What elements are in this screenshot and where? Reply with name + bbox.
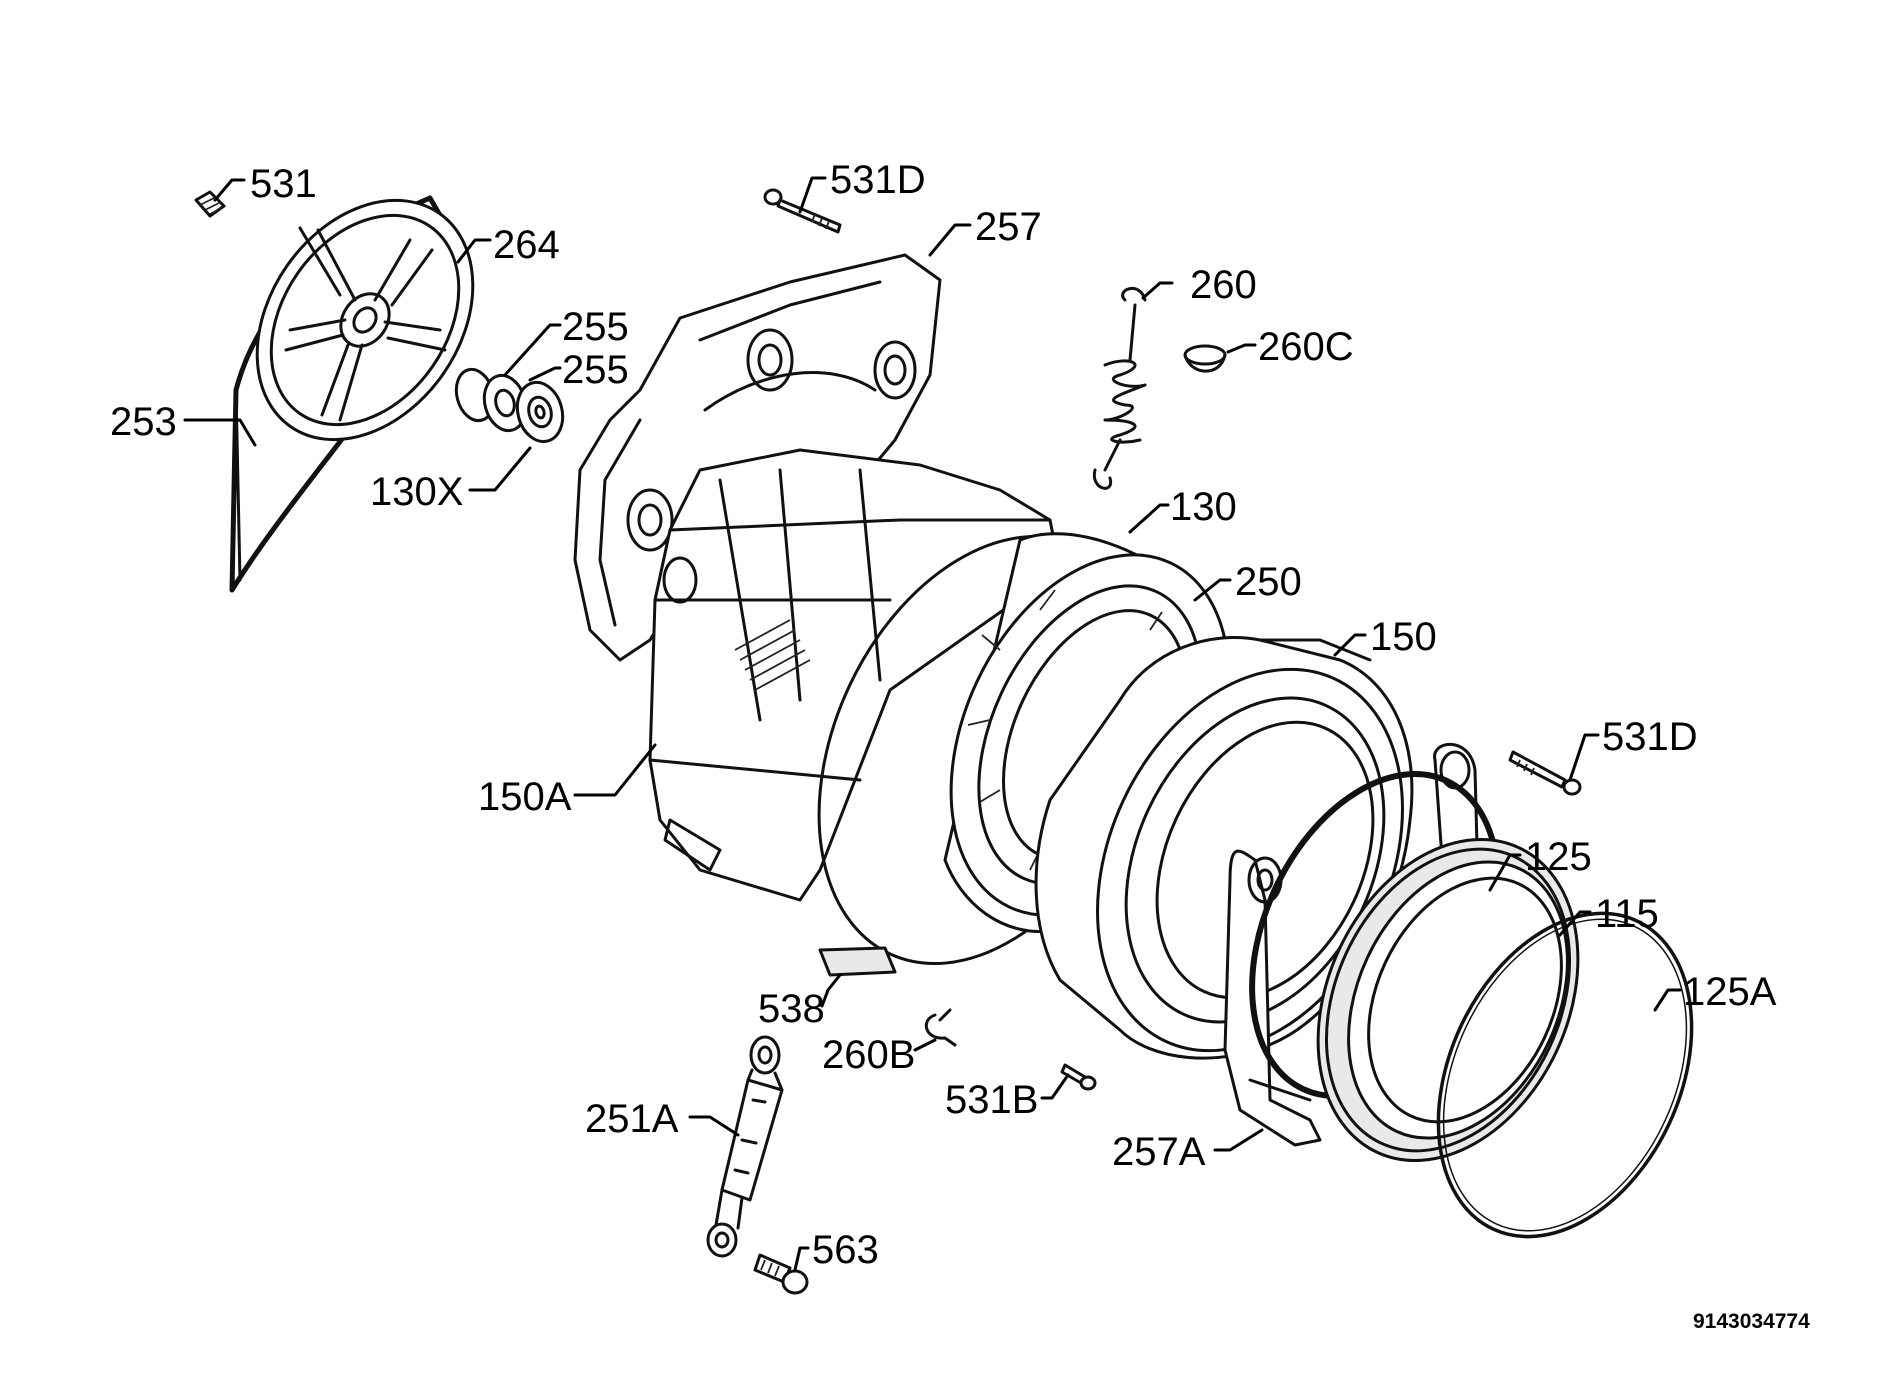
callout-125: 125	[1525, 835, 1592, 879]
callout-130: 130	[1170, 485, 1237, 529]
part-531d-bolt-right	[1508, 750, 1582, 796]
part-563-bolt	[753, 1253, 809, 1295]
callout-125a: 125A	[1683, 970, 1777, 1014]
part-255-bearings	[454, 367, 565, 444]
callout-531b: 531B	[945, 1078, 1038, 1122]
callout-264: 264	[493, 223, 560, 267]
callout-257: 257	[975, 205, 1042, 249]
callout-150a: 150A	[478, 775, 572, 819]
callout-531d-right: 531D	[1602, 715, 1698, 759]
callout-538: 538	[758, 987, 825, 1031]
callout-130x: 130X	[370, 470, 463, 514]
callout-250: 250	[1235, 560, 1302, 604]
part-264-pulley	[255, 198, 475, 442]
callout-260: 260	[1190, 263, 1257, 307]
part-531d-bolt-top	[763, 188, 842, 234]
callout-563: 563	[812, 1228, 879, 1272]
part-531b-screw	[1060, 1063, 1097, 1091]
callout-260c: 260C	[1258, 325, 1354, 369]
part-260c-cap	[1183, 344, 1227, 373]
callout-531d-top: 531D	[830, 158, 926, 202]
callout-531-top: 531	[250, 162, 317, 206]
part-115-door-seal	[1316, 838, 1580, 1162]
callout-115: 115	[1595, 892, 1659, 936]
document-number: 9143034774	[1693, 1310, 1810, 1333]
callout-260b: 260B	[822, 1033, 915, 1077]
callout-labels: 531 264 255 255 253 130X 531D 257 260 26…	[110, 158, 1810, 1333]
part-260-spring	[1092, 287, 1147, 490]
callout-251a: 251A	[585, 1097, 679, 1141]
leader-lines	[183, 176, 1682, 1272]
callout-255-b: 255	[562, 348, 629, 392]
part-125a-ring	[1436, 911, 1694, 1239]
part-251a-shock-absorber	[706, 1035, 784, 1258]
part-260b-clip	[924, 1008, 957, 1047]
part-538-pad	[818, 946, 897, 977]
callout-257a: 257A	[1112, 1130, 1206, 1174]
callout-253: 253	[110, 400, 177, 444]
callout-150: 150	[1370, 615, 1437, 659]
callout-255-a: 255	[562, 305, 629, 349]
part-531-screw	[194, 190, 226, 218]
